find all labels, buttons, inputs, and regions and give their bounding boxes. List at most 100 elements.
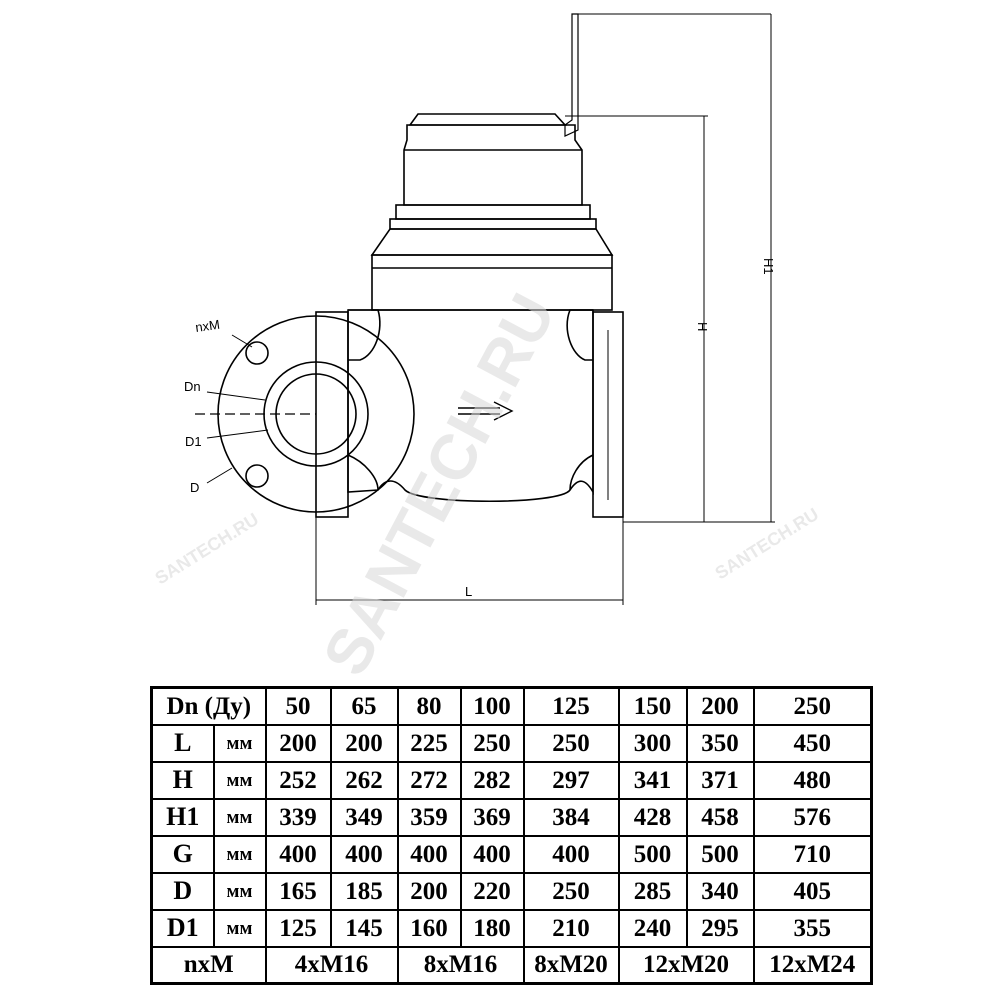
header-dn-value: 80 xyxy=(396,686,462,726)
bolts-value: 8xM20 xyxy=(522,945,620,985)
bolts-value: 8xM16 xyxy=(396,945,525,985)
flow-arrow-icon xyxy=(458,401,514,421)
table-cell: 710 xyxy=(752,834,873,874)
table-cell: 145 xyxy=(329,908,399,948)
left-flange xyxy=(315,311,349,518)
label-dn: Dn xyxy=(184,379,201,394)
table-cell: 350 xyxy=(685,723,755,763)
table-cell: 200 xyxy=(329,723,399,763)
table-cell: 359 xyxy=(396,797,462,837)
bolt-hole-bottom xyxy=(245,464,269,488)
table-cell: 252 xyxy=(264,760,332,800)
table-cell: 180 xyxy=(459,908,525,948)
table-cell: 500 xyxy=(685,834,755,874)
table-cell: 220 xyxy=(459,871,525,911)
table-cell: 400 xyxy=(522,834,620,874)
param-unit: мм xyxy=(212,908,267,948)
header-dn-value: 150 xyxy=(617,686,688,726)
bolts-value: 12xM24 xyxy=(752,945,873,985)
table-cell: 200 xyxy=(264,723,332,763)
header-dn-value: 125 xyxy=(522,686,620,726)
table-cell: 262 xyxy=(329,760,399,800)
param-name: D1 xyxy=(150,908,215,948)
param-unit: мм xyxy=(212,723,267,763)
table-cell: 400 xyxy=(264,834,332,874)
table-cell: 400 xyxy=(396,834,462,874)
param-name: D xyxy=(150,871,215,911)
table-cell: 160 xyxy=(396,908,462,948)
table-cell: 405 xyxy=(752,871,873,911)
header-dn-value: 200 xyxy=(685,686,755,726)
header-label: Dn (Ду) xyxy=(150,686,267,726)
table-cell: 349 xyxy=(329,797,399,837)
table-cell: 225 xyxy=(396,723,462,763)
table-cell: 125 xyxy=(264,908,332,948)
header-dn-value: 50 xyxy=(264,686,332,726)
param-name: H1 xyxy=(150,797,215,837)
header-dn-value: 250 xyxy=(752,686,873,726)
table-cell: 339 xyxy=(264,797,332,837)
param-unit: мм xyxy=(212,871,267,911)
header-dn-value: 100 xyxy=(459,686,525,726)
table-cell: 384 xyxy=(522,797,620,837)
table-cell: 500 xyxy=(617,834,688,874)
table-cell: 210 xyxy=(522,908,620,948)
label-d1: D1 xyxy=(185,434,202,449)
table-cell: 285 xyxy=(617,871,688,911)
bolts-label: nxM xyxy=(150,945,267,985)
param-name: G xyxy=(150,834,215,874)
meter-cone xyxy=(370,228,614,256)
param-unit: мм xyxy=(212,760,267,800)
bolts-value: 12xM20 xyxy=(617,945,755,985)
right-flange xyxy=(592,311,624,518)
param-unit: мм xyxy=(212,834,267,874)
table-cell: 428 xyxy=(617,797,688,837)
table-cell: 450 xyxy=(752,723,873,763)
table-cell: 240 xyxy=(617,908,688,948)
table-cell: 185 xyxy=(329,871,399,911)
table-cell: 250 xyxy=(459,723,525,763)
register-ring xyxy=(395,204,591,220)
label-d: D xyxy=(190,480,199,495)
table-cell: 576 xyxy=(752,797,873,837)
param-name: L xyxy=(150,723,215,763)
table-cell: 250 xyxy=(522,871,620,911)
label-h1: H1 xyxy=(761,258,776,275)
param-name: H xyxy=(150,760,215,800)
table-cell: 200 xyxy=(396,871,462,911)
meter-body xyxy=(347,309,594,503)
meter-neck xyxy=(371,254,613,311)
table-cell: 400 xyxy=(329,834,399,874)
table-cell: 300 xyxy=(617,723,688,763)
bolts-value: 4xM16 xyxy=(264,945,399,985)
register-lever xyxy=(564,13,579,137)
bolt-hole-top xyxy=(245,341,269,365)
table-cell: 480 xyxy=(752,760,873,800)
table-cell: 340 xyxy=(685,871,755,911)
table-cell: 250 xyxy=(522,723,620,763)
table-cell: 272 xyxy=(396,760,462,800)
table-cell: 282 xyxy=(459,760,525,800)
table-cell: 371 xyxy=(685,760,755,800)
table-cell: 165 xyxy=(264,871,332,911)
register-lid xyxy=(408,113,567,126)
label-h: H xyxy=(695,322,710,331)
label-l: L xyxy=(465,584,472,599)
table-cell: 341 xyxy=(617,760,688,800)
table-cell: 295 xyxy=(685,908,755,948)
table-cell: 355 xyxy=(752,908,873,948)
table-cell: 369 xyxy=(459,797,525,837)
label-nxm: nxM xyxy=(194,317,220,335)
table-cell: 458 xyxy=(685,797,755,837)
register-housing xyxy=(403,124,583,206)
table-cell: 297 xyxy=(522,760,620,800)
